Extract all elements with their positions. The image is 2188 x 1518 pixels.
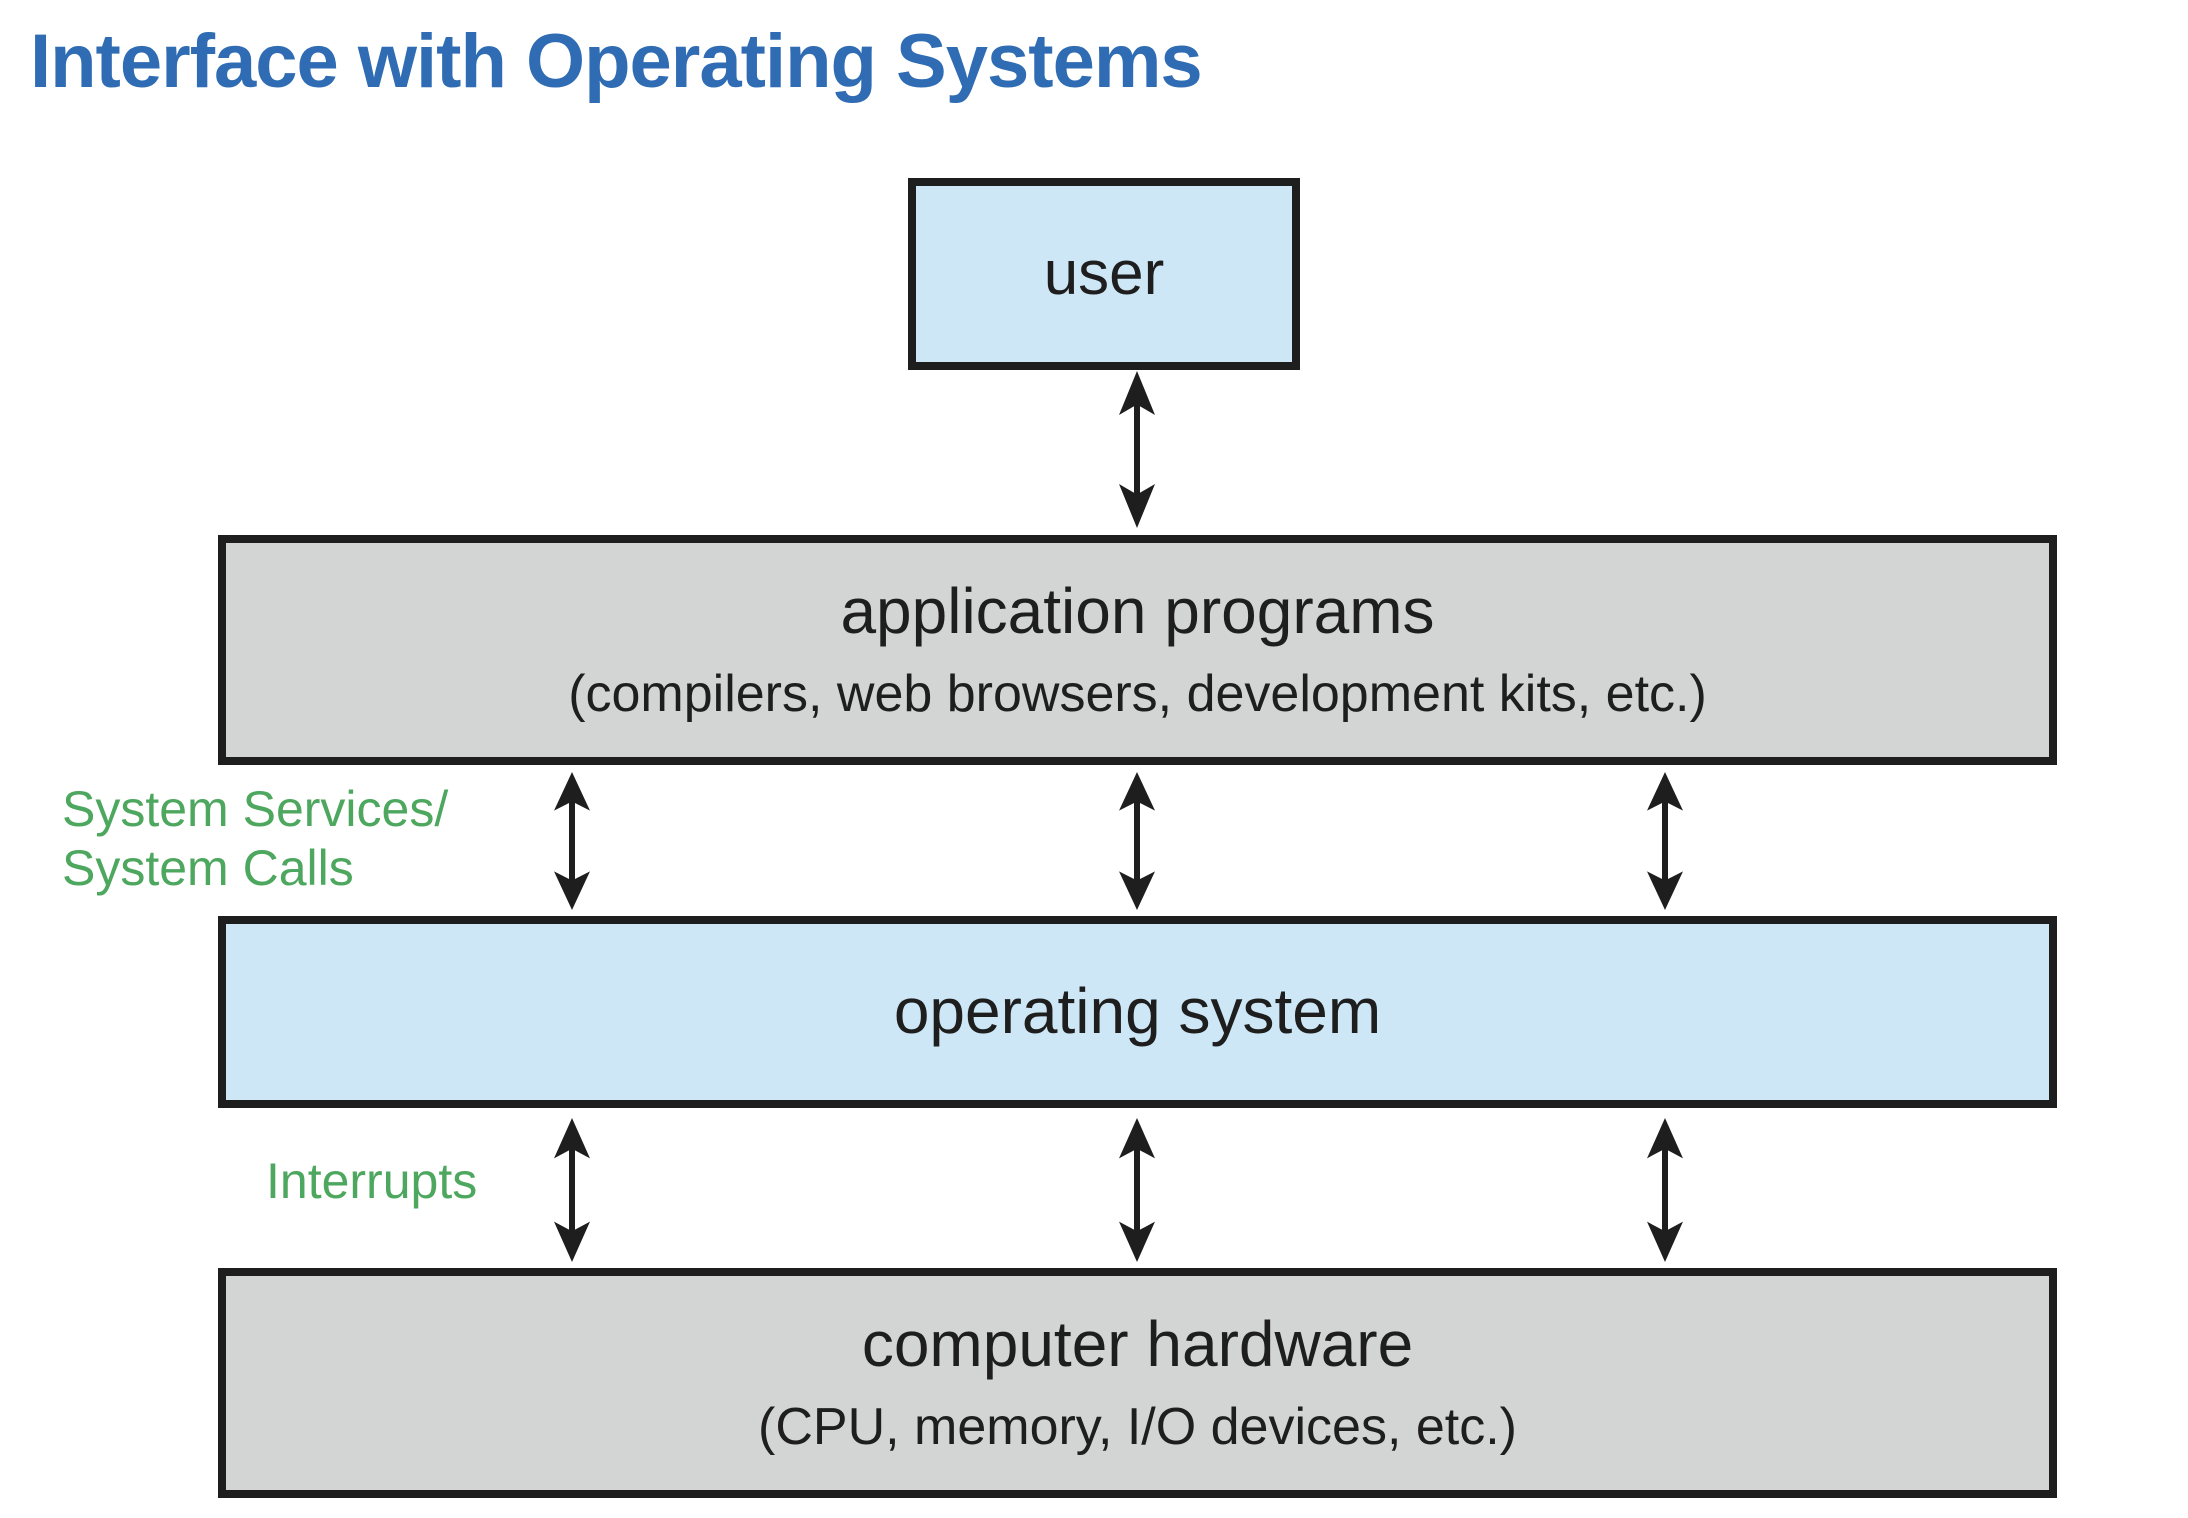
operating-system-label: operating system [893,975,1382,1048]
computer-hardware-sublabel: (CPU, memory, I/O devices, etc.) [758,1398,1517,1457]
user-app-double-arrow-icon [1119,371,1155,528]
computer-hardware-box: computer hardware (CPU, memory, I/O devi… [218,1268,2057,1498]
computer-hardware-label: computer hardware [861,1308,1414,1381]
application-programs-box: application programs (compilers, web bro… [218,535,2057,765]
interrupt-double-arrow-right-icon [1647,1118,1683,1262]
syscall-double-arrow-right-icon [1647,772,1683,910]
system-services-label: System Services/ System Calls [62,780,448,898]
user-box: user [908,178,1300,370]
syscall-double-arrow-left-icon [554,772,590,910]
interrupt-double-arrow-middle-icon [1119,1118,1155,1262]
application-programs-sublabel: (compilers, web browsers, development ki… [568,665,1707,724]
slide-title: Interface with Operating Systems [30,19,1203,104]
interrupt-double-arrow-left-icon [554,1118,590,1262]
operating-system-box: operating system [218,916,2057,1108]
syscall-double-arrow-middle-icon [1119,772,1155,910]
application-programs-label: application programs [840,575,1435,648]
interrupts-label: Interrupts [266,1153,478,1209]
system-services-line2: System Calls [62,840,354,896]
user-box-label: user [1043,239,1165,309]
system-services-line1: System Services/ [62,781,449,837]
